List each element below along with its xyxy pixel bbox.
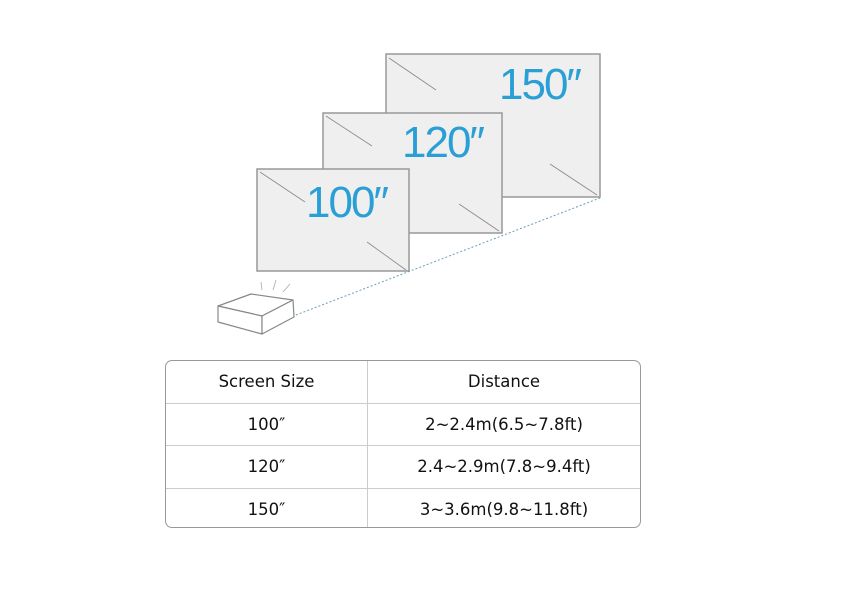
screen-size-cell: 120″	[166, 446, 368, 488]
distance-cell: 3~3.6m(9.8~11.8ft)	[419, 499, 589, 519]
header-screen-size: Screen Size	[166, 361, 368, 403]
screen-label-150: 150″	[499, 60, 582, 109]
table-row: 120″ 2.4~2.9m(7.8~9.4ft)	[166, 445, 640, 488]
distance-cell: 2.4~2.9m(7.8~9.4ft)	[417, 457, 591, 477]
screen-100	[256, 168, 410, 272]
projector-icon	[217, 279, 295, 335]
screen-size-cell: 100″	[166, 403, 368, 445]
screen-label-100: 100″	[306, 178, 389, 227]
header-distance: Distance	[467, 372, 541, 392]
screen-size-cell: 150″	[166, 488, 368, 527]
distance-table: Screen Size Distance 100″ 2~2.4m(6.5~7.8…	[165, 360, 641, 528]
projection-diagram	[217, 53, 601, 335]
table-header-row: Screen Size Distance	[166, 361, 640, 403]
distance-cell: 2~2.4m(6.5~7.8ft)	[425, 414, 583, 434]
table-row: 150″ 3~3.6m(9.8~11.8ft)	[166, 487, 640, 527]
screen-label-120: 120″	[402, 118, 485, 167]
table-row: 100″ 2~2.4m(6.5~7.8ft)	[166, 402, 640, 445]
